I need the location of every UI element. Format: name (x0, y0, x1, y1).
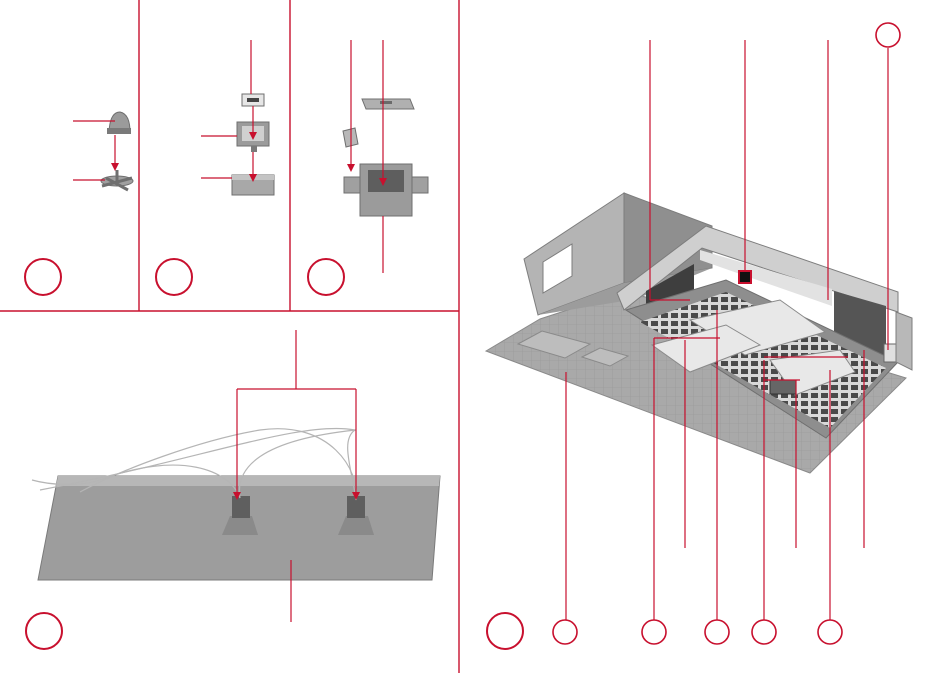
callout-circle-bottom-2 (642, 620, 666, 644)
panel-chair (25, 112, 133, 295)
step-circle-control-room (487, 613, 523, 649)
office-chair-icon (101, 112, 133, 190)
socket-icon (343, 99, 428, 216)
panel-monitor (156, 40, 274, 295)
panel-lighting (26, 330, 440, 649)
step-circle-socket (308, 259, 344, 295)
callout-circle-bottom-3 (705, 620, 729, 644)
panel-socket (308, 40, 428, 295)
callout-circle-bottom-5 (818, 620, 842, 644)
step-circle-lighting (26, 613, 62, 649)
step-circle-monitor (156, 259, 192, 295)
callout-circle-bottom-1 (553, 620, 577, 644)
control-room-icon (486, 193, 912, 473)
step-circle-chair (25, 259, 61, 295)
light-base-icon (32, 428, 440, 580)
panel-control-room (486, 23, 912, 649)
callout-circle-top-right (876, 23, 900, 47)
callout-circle-bottom-4 (752, 620, 776, 644)
